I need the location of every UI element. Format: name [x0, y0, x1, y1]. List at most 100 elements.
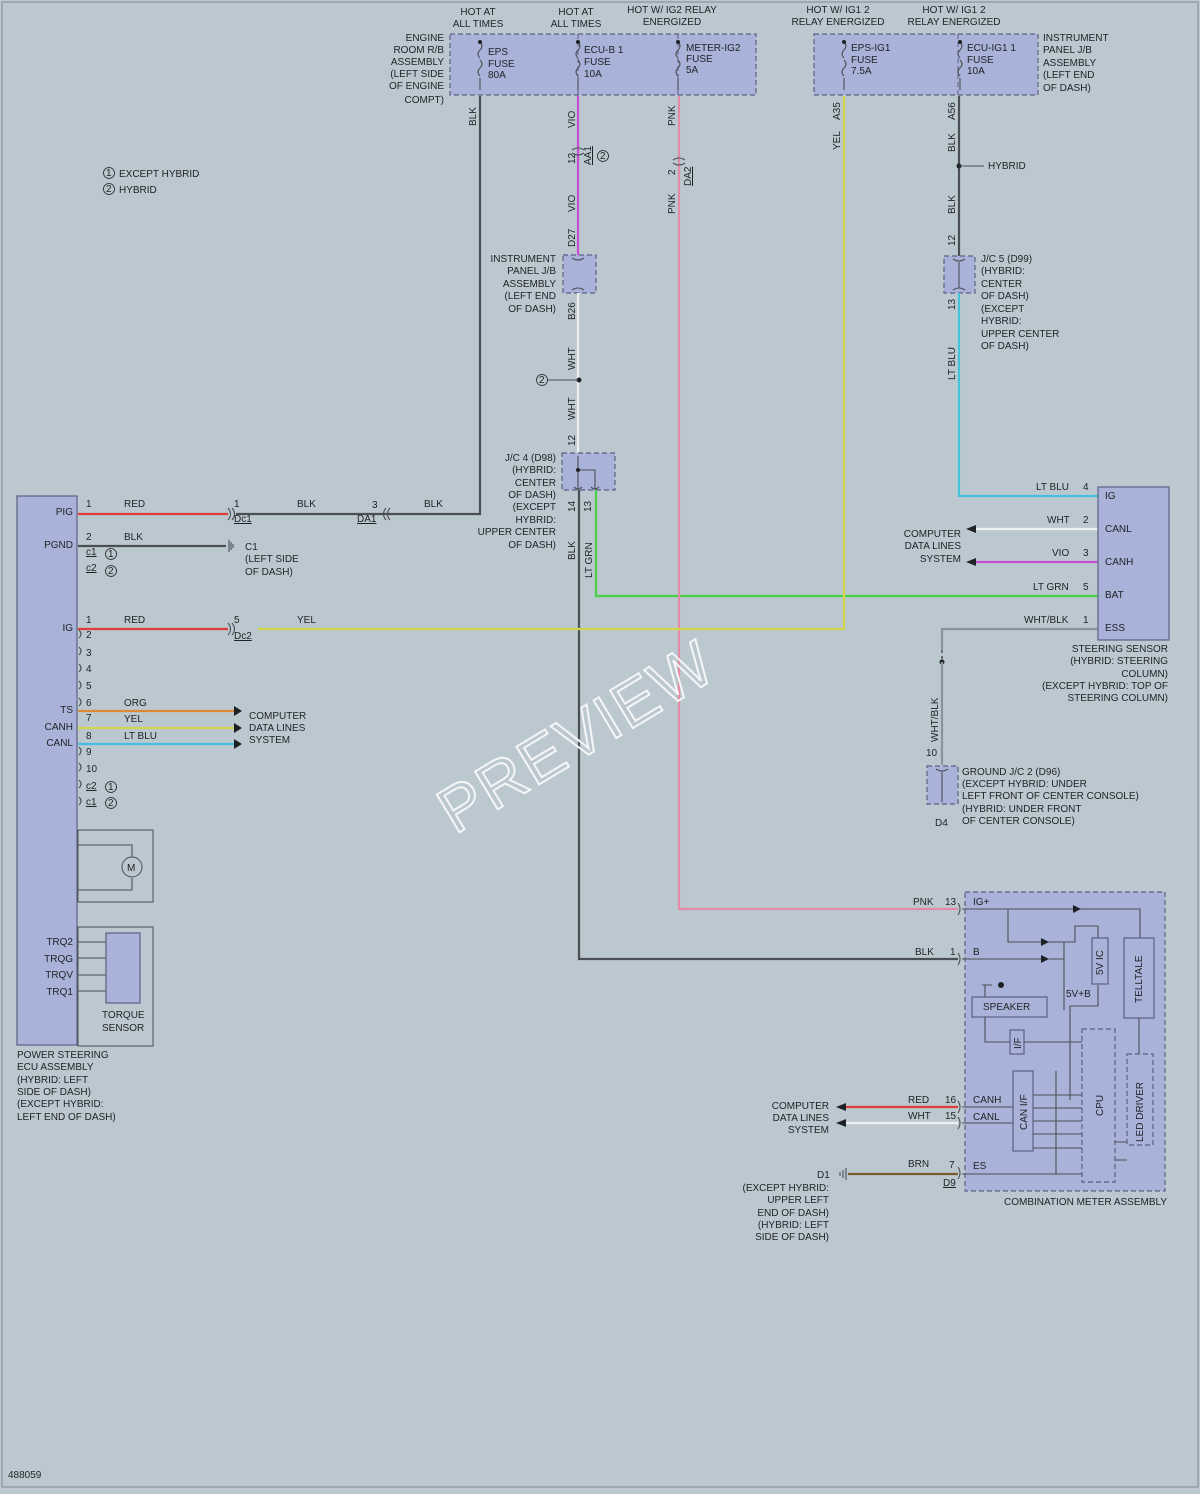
- speaker: [971, 996, 1048, 1018]
- ecu-name-label: POWER STEERING ECU ASSEMBLY (HYBRID: LEF…: [17, 1050, 116, 1123]
- svg-text:BLK: BLK: [424, 499, 443, 510]
- power-steering-ecu: [16, 495, 78, 1046]
- engine-room-rb-label: ENGINE ROOM R/B ASSEMBLY (LEFT SIDE OF E…: [389, 33, 444, 106]
- svg-text:POWER STEERING: POWER STEERING: [17, 1050, 109, 1061]
- svg-text:RELAY ENERGIZED: RELAY ENERGIZED: [792, 17, 885, 28]
- svg-text:VIO: VIO: [567, 111, 578, 128]
- svg-text:TORQUE: TORQUE: [102, 1010, 145, 1021]
- legend-except-hybrid: EXCEPT HYBRID: [119, 169, 199, 180]
- svg-text:7: 7: [86, 713, 92, 724]
- svg-text:LT GRN: LT GRN: [1033, 582, 1069, 593]
- svg-text:(HYBRID:: (HYBRID:: [512, 465, 556, 476]
- svg-text:BLK: BLK: [947, 195, 958, 214]
- svg-text:ASSEMBLY: ASSEMBLY: [391, 57, 444, 68]
- svg-text:8: 8: [86, 731, 92, 742]
- svg-text:A56: A56: [947, 102, 958, 120]
- svg-text:WHT: WHT: [567, 347, 578, 370]
- svg-text:CENTER: CENTER: [515, 478, 556, 489]
- svg-text:D9: D9: [943, 1178, 956, 1189]
- svg-text:(HYBRID:: (HYBRID:: [981, 266, 1025, 277]
- svg-text:4: 4: [1083, 482, 1089, 493]
- svg-text:3: 3: [1083, 548, 1089, 559]
- svg-text:5A: 5A: [686, 65, 699, 76]
- svg-text:AA1: AA1: [583, 146, 594, 165]
- svg-text:IG: IG: [1105, 491, 1116, 502]
- svg-text:COMPT): COMPT): [405, 95, 444, 106]
- svg-text:YEL: YEL: [297, 615, 316, 626]
- svg-text:D4: D4: [935, 818, 948, 829]
- svg-text:ALL TIMES: ALL TIMES: [453, 19, 504, 30]
- svg-text:LEFT END OF DASH): LEFT END OF DASH): [17, 1112, 116, 1123]
- svg-text:BLK: BLK: [124, 532, 143, 543]
- svg-text:YEL: YEL: [124, 714, 143, 725]
- svg-text:14: 14: [567, 500, 578, 512]
- svg-text:SYSTEM: SYSTEM: [249, 735, 290, 746]
- svg-text:OF DASH): OF DASH): [981, 291, 1029, 302]
- svg-text:LT GRN: LT GRN: [584, 542, 595, 578]
- svg-text:1: 1: [950, 947, 956, 958]
- svg-text:13: 13: [947, 298, 958, 310]
- svg-text:13: 13: [583, 500, 594, 512]
- hybrid-branch-label: HYBRID: [988, 161, 1026, 172]
- meter-internal-circuit: 5V IC 5V+B TELLTALE LED DRIVER SPEAKER I…: [962, 905, 1155, 1183]
- svg-text:DATA LINES: DATA LINES: [249, 723, 306, 734]
- svg-text:OF DASH): OF DASH): [1043, 83, 1091, 94]
- svg-text:1: 1: [1083, 615, 1089, 626]
- wire-yel-ecu-ig: [258, 96, 846, 631]
- svg-text:2: 2: [667, 169, 678, 175]
- steering-sensor-pins: IG CANL CANH BAT ESS: [1105, 491, 1133, 634]
- svg-text:HYBRID:: HYBRID:: [981, 316, 1022, 327]
- can-interface: [1012, 1070, 1034, 1152]
- wire-blk-eps: [386, 96, 482, 516]
- d1-ground-label: (EXCEPT HYBRID: UPPER LEFT END OF DASH) …: [743, 1183, 830, 1243]
- motor-block: [77, 829, 154, 903]
- svg-text:FUSE: FUSE: [584, 57, 611, 68]
- svg-text:5V IC: 5V IC: [1095, 950, 1106, 975]
- svg-text:6: 6: [86, 698, 92, 709]
- svg-text:UPPER CENTER: UPPER CENTER: [478, 527, 556, 538]
- svg-text:HOT W/ IG2 RELAY: HOT W/ IG2 RELAY: [627, 5, 717, 16]
- svg-text:FUSE: FUSE: [967, 55, 994, 66]
- instrument-panel-jb-mid-label: INSTRUMENT PANEL J/B ASSEMBLY (LEFT END …: [490, 254, 556, 315]
- svg-text:INSTRUMENT: INSTRUMENT: [1043, 33, 1109, 44]
- svg-text:LT BLU: LT BLU: [1036, 482, 1069, 493]
- svg-text:HOT W/ IG1 2: HOT W/ IG1 2: [922, 5, 986, 16]
- svg-text:INSTRUMENT: INSTRUMENT: [490, 254, 556, 265]
- wire-ltblu-steer-ig: [957, 293, 1098, 498]
- wire-ltgrn-bat: [594, 490, 1098, 598]
- svg-text:10: 10: [926, 748, 938, 759]
- ground-jc2-label: GROUND J/C 2 (D96) (EXCEPT HYBRID: UNDER…: [962, 767, 1139, 827]
- svg-text:Dc1: Dc1: [234, 514, 252, 525]
- document-number: 488059: [8, 1470, 42, 1481]
- svg-text:LED DRIVER: LED DRIVER: [1135, 1082, 1146, 1142]
- svg-text:BAT: BAT: [1105, 590, 1124, 601]
- svg-text:HOT AT: HOT AT: [558, 7, 593, 18]
- svg-text:(EXCEPT HYBRID: UNDER: (EXCEPT HYBRID: UNDER: [962, 779, 1087, 790]
- svg-text:UPPER CENTER: UPPER CENTER: [981, 329, 1059, 340]
- legend-hybrid: HYBRID: [119, 185, 157, 196]
- led-driver: [1126, 1053, 1154, 1146]
- svg-text:12: 12: [567, 434, 578, 446]
- svg-text:SYSTEM: SYSTEM: [920, 554, 961, 565]
- svg-text:WHT: WHT: [1047, 515, 1070, 526]
- svg-text:CANL: CANL: [973, 1112, 1000, 1123]
- svg-text:WHT: WHT: [908, 1111, 931, 1122]
- svg-text:M: M: [127, 863, 135, 874]
- svg-text:7: 7: [949, 1160, 955, 1171]
- svg-text:RELAY ENERGIZED: RELAY ENERGIZED: [908, 17, 1001, 28]
- svg-text:TRQ2: TRQ2: [46, 937, 73, 948]
- svg-text:D1: D1: [817, 1170, 830, 1181]
- svg-text:WHT/BLK: WHT/BLK: [930, 697, 941, 742]
- svg-text:Dc2: Dc2: [234, 631, 252, 642]
- svg-text:B26: B26: [567, 302, 578, 320]
- svg-text:10A: 10A: [584, 69, 602, 80]
- svg-text:LT BLU: LT BLU: [124, 731, 157, 742]
- svg-text:LT BLU: LT BLU: [947, 347, 958, 380]
- instrument-panel-jb-mid: [562, 254, 597, 294]
- svg-text:I/F: I/F: [1013, 1037, 1024, 1049]
- svg-text:BLK: BLK: [915, 947, 934, 958]
- svg-text:OF DASH): OF DASH): [245, 567, 293, 578]
- svg-text:5: 5: [234, 615, 240, 626]
- svg-text:c1: c1: [86, 797, 97, 808]
